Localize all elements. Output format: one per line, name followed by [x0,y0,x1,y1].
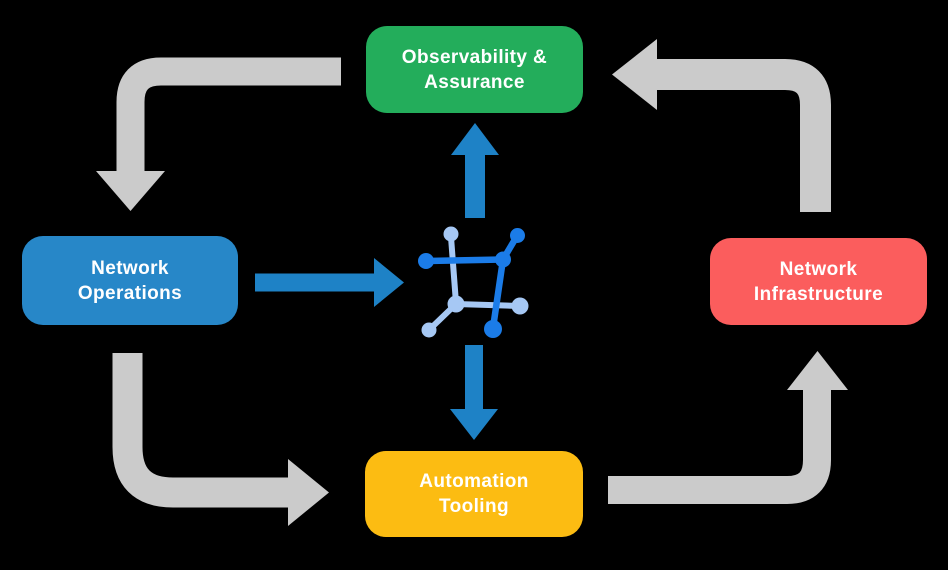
node-label-operations: Network Operations [77,257,183,304]
icon-node-left [418,253,434,269]
arrow-automation-to-infrastructure [608,351,848,504]
arrowhead-left-icon [612,39,657,110]
arrowhead-up-icon [787,351,848,390]
arrowhead-down-icon [96,171,165,211]
icon-right-edge [489,256,507,332]
node-label-infrastructure: Network Infrastructure [753,258,884,305]
network-mesh-icon [418,226,529,338]
arrow-shaft [656,59,831,212]
arrow-infrastructure-to-observability [612,39,831,212]
icon-node-right [511,297,529,315]
arrow-observability-to-operations [96,57,341,211]
icon-left-edge [448,234,459,306]
arrow-center-to-observability [451,123,499,218]
node-label-observability: Observability & Assurance [401,46,548,93]
icon-junction-top-right [495,251,511,268]
node-network-operations: Network Operations [22,236,238,325]
arrow-shaft [116,57,341,173]
icon-node-top-right [510,228,525,243]
icon-top-edge [423,256,507,265]
arrow-operations-to-automation [112,353,329,526]
arrow-operations-to-center [255,258,404,307]
icon-node-bottom-left [421,322,437,338]
node-network-infrastructure: Network Infrastructure [710,238,927,325]
node-label-automation: Automation Tooling [419,471,529,517]
arrowhead-right-icon [288,459,329,526]
arrow-center-to-automation [450,345,498,440]
icon-bottom-edge [453,301,522,309]
icon-junction-bottom-left [447,295,465,313]
arrow-shaft [608,389,831,504]
arrow-shaft [112,353,289,508]
icon-node-bottom [484,320,502,338]
node-observability-assurance: Observability & Assurance [366,26,583,113]
icon-node-top [443,226,459,242]
node-automation-tooling: Automation Tooling [365,451,583,537]
